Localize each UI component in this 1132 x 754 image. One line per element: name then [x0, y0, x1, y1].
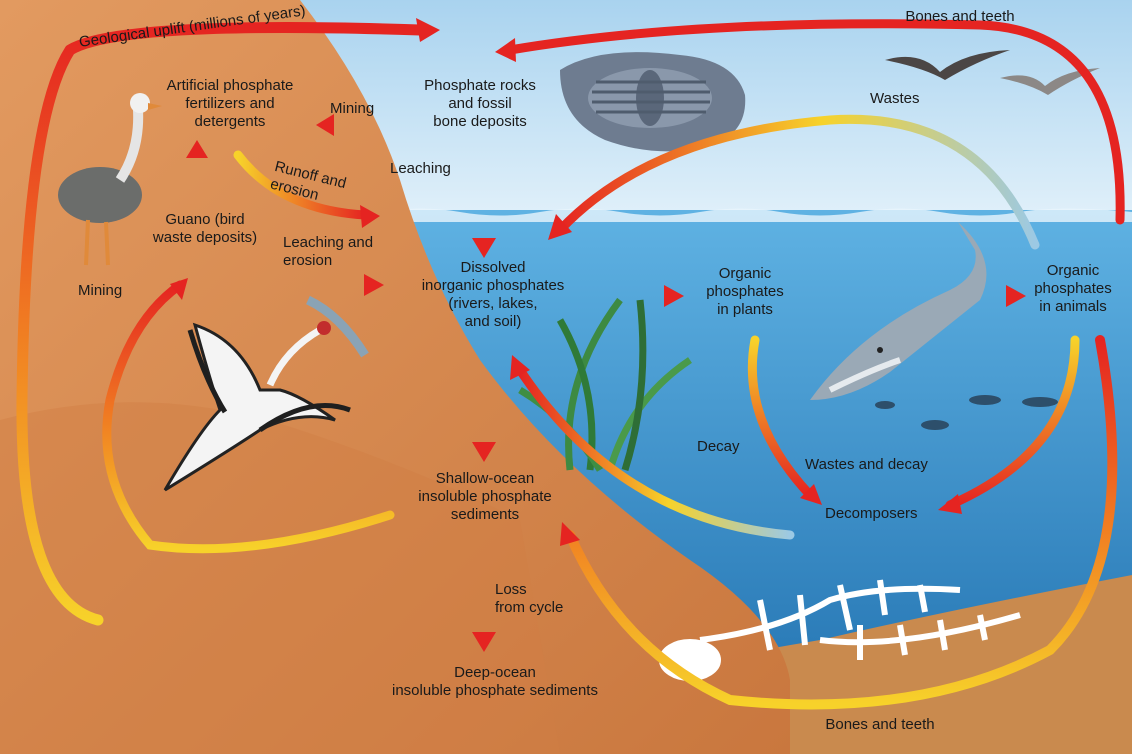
decay-label: Decay: [697, 438, 740, 456]
decomposers-label: Decomposers: [825, 505, 918, 523]
artificial-fertilizers-label: Artificial phosphate fertilizers and det…: [135, 77, 325, 131]
deep-sediments-label: Deep-ocean insoluble phosphate sediments: [375, 664, 615, 700]
mining-left-label: Mining: [78, 282, 122, 300]
wastes-label: Wastes: [870, 90, 919, 108]
phosphate-rocks-label: Phosphate rocks and fossil bone deposits: [395, 77, 565, 131]
dissolved-phosphates-label: Dissolved inorganic phosphates (rivers, …: [408, 259, 578, 331]
wastes-decay-label: Wastes and decay: [805, 456, 928, 474]
loss-from-cycle-label: Loss from cycle: [495, 581, 563, 617]
mining-top-label: Mining: [330, 100, 374, 118]
bones-teeth-bottom-label: Bones and teeth: [800, 716, 960, 734]
leaching-label: Leaching: [390, 160, 451, 178]
leaching-erosion-label: Leaching and erosion: [283, 234, 373, 270]
plant-phosphates-label: Organic phosphates in plants: [690, 265, 800, 319]
shallow-sediments-label: Shallow-ocean insoluble phosphate sedime…: [390, 470, 580, 524]
animal-phosphates-label: Organic phosphates in animals: [1018, 262, 1128, 316]
bones-teeth-top-label: Bones and teeth: [880, 8, 1040, 26]
guano-label: Guano (bird waste deposits): [140, 211, 270, 247]
